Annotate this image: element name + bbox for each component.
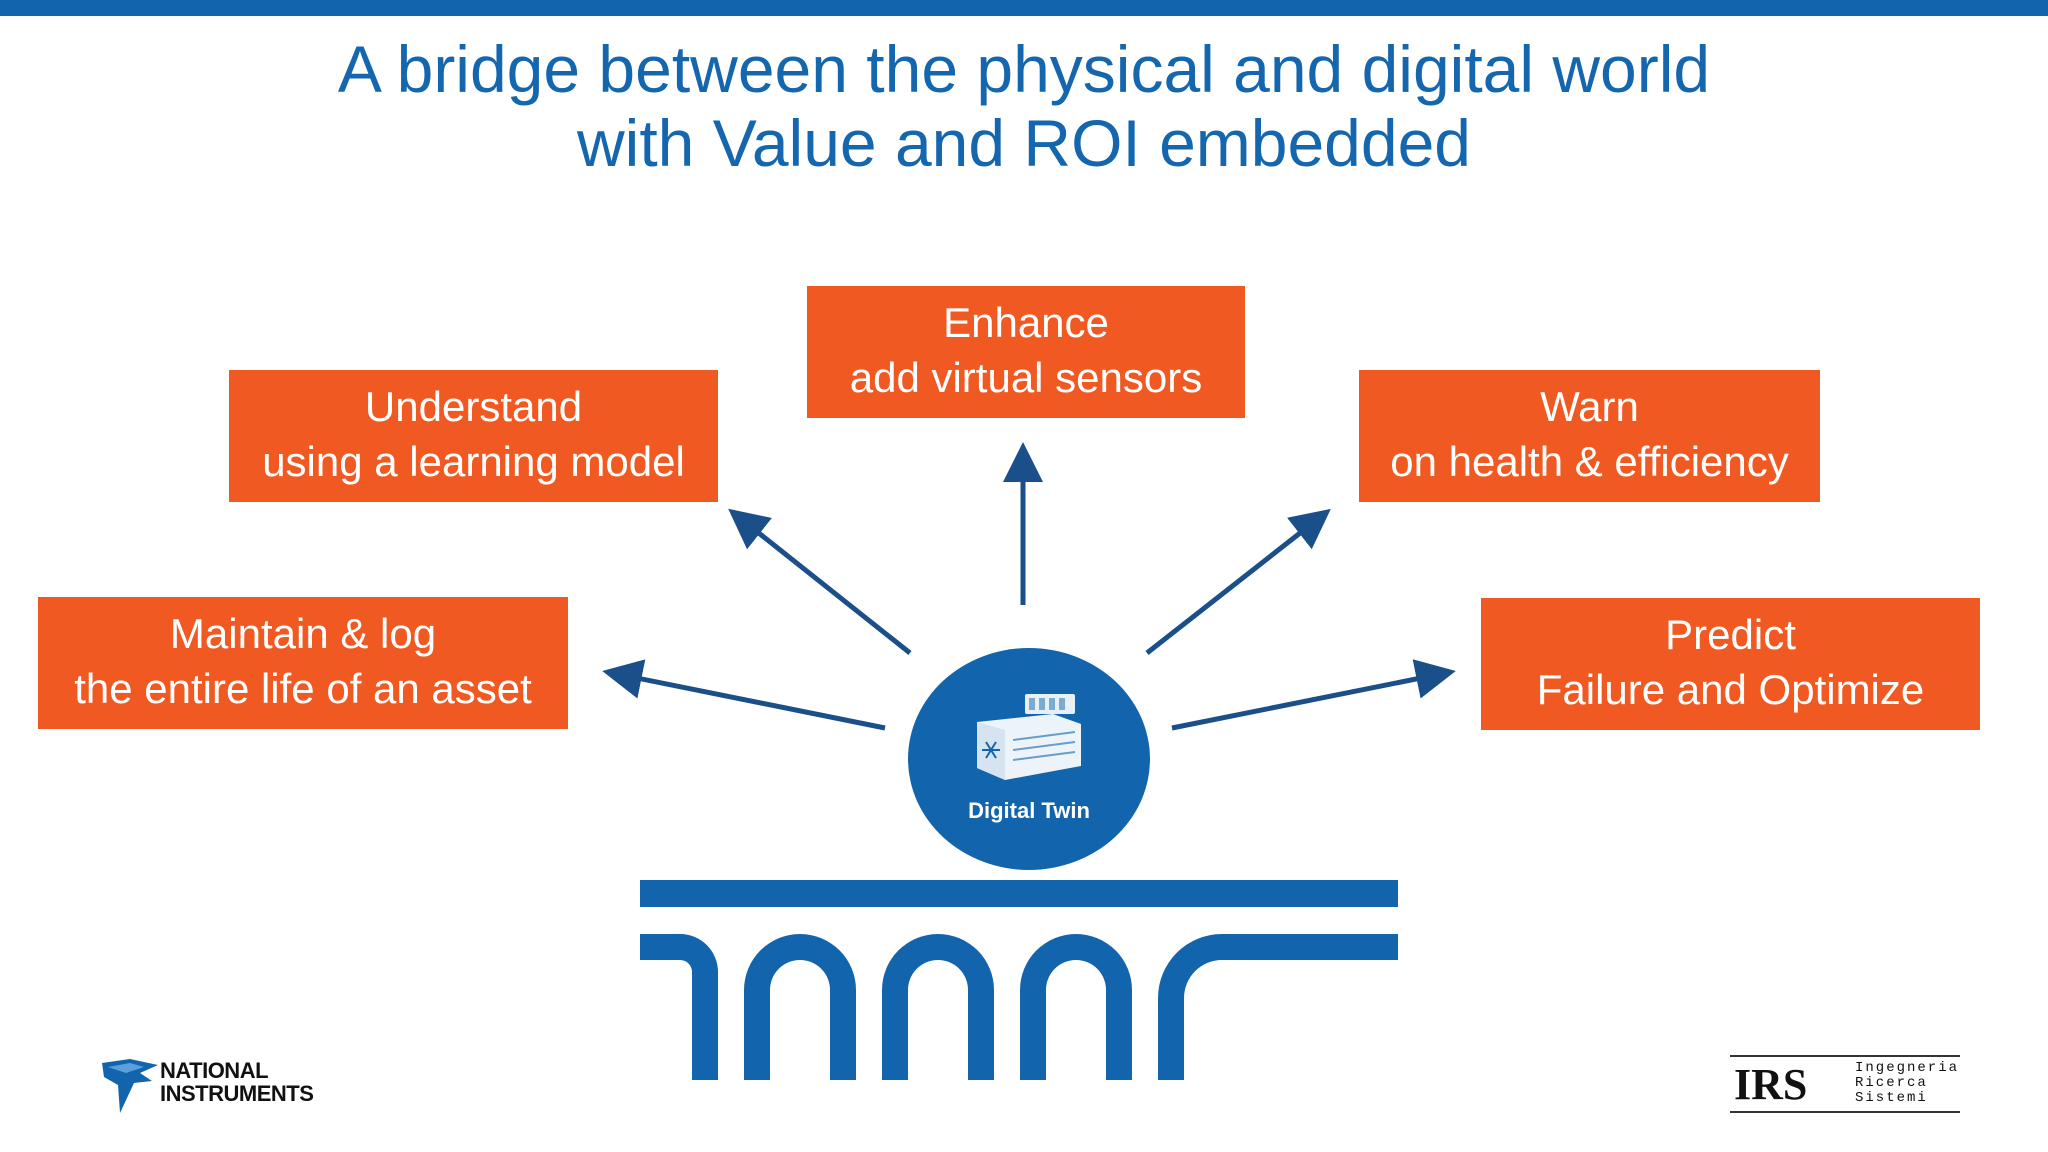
box-predict-subtext: Failure and Optimize [1536, 666, 1925, 713]
box-warn: Warn on health & efficiency [1359, 370, 1820, 502]
box-warn-heading: Warn [1540, 383, 1639, 430]
box-understand: Understand using a learning model [229, 370, 718, 502]
box-predict: Predict Failure and Optimize [1481, 598, 1980, 730]
irs-logo-main: IRS [1734, 1060, 1808, 1109]
machine-snowflake-icon [977, 694, 1081, 780]
box-enhance: Enhance add virtual sensors [807, 286, 1245, 418]
national-instruments-logo: NATIONAL INSTRUMENTS [100, 1055, 350, 1121]
irs-logo-sub-2: Ricerca [1855, 1075, 1928, 1091]
box-warn-subtext: on health & efficiency [1390, 438, 1789, 485]
top-accent-bar [0, 0, 2048, 16]
box-maintain-subtext: the entire life of an asset [74, 665, 532, 712]
slide-title: A bridge between the physical and digita… [0, 32, 2048, 180]
irs-logo-sub-3: Sistemi [1855, 1090, 1928, 1106]
box-maintain-heading: Maintain & log [169, 610, 437, 657]
arrow-understand [728, 508, 912, 655]
arrow-warn [1145, 508, 1331, 655]
title-line-1: A bridge between the physical and digita… [337, 32, 1711, 106]
box-predict-heading: Predict [1665, 611, 1796, 658]
box-enhance-subtext: add virtual sensors [849, 354, 1203, 401]
arrow-maintain [602, 659, 886, 731]
irs-logo-sub-1: Ingegneria [1855, 1060, 1960, 1076]
digital-twin-circle: Digital Twin [908, 648, 1150, 870]
box-maintain: Maintain & log the entire life of an ass… [38, 597, 568, 729]
box-enhance-heading: Enhance [943, 299, 1109, 346]
bridge-graphic [640, 880, 1398, 1080]
box-understand-heading: Understand [364, 383, 583, 430]
box-understand-subtext: using a learning model [262, 438, 685, 485]
ni-logo-line-1: NATIONAL [160, 1058, 269, 1083]
irs-logo: IRS Ingegneria Ricerca Sistemi [1730, 1055, 1960, 1113]
digital-twin-label: Digital Twin [968, 798, 1090, 823]
ni-logo-line-2: INSTRUMENTS [160, 1081, 314, 1106]
arrow-predict [1171, 659, 1456, 731]
ni-eagle-icon [102, 1059, 158, 1113]
title-line-2: with Value and ROI embedded [577, 106, 1471, 180]
